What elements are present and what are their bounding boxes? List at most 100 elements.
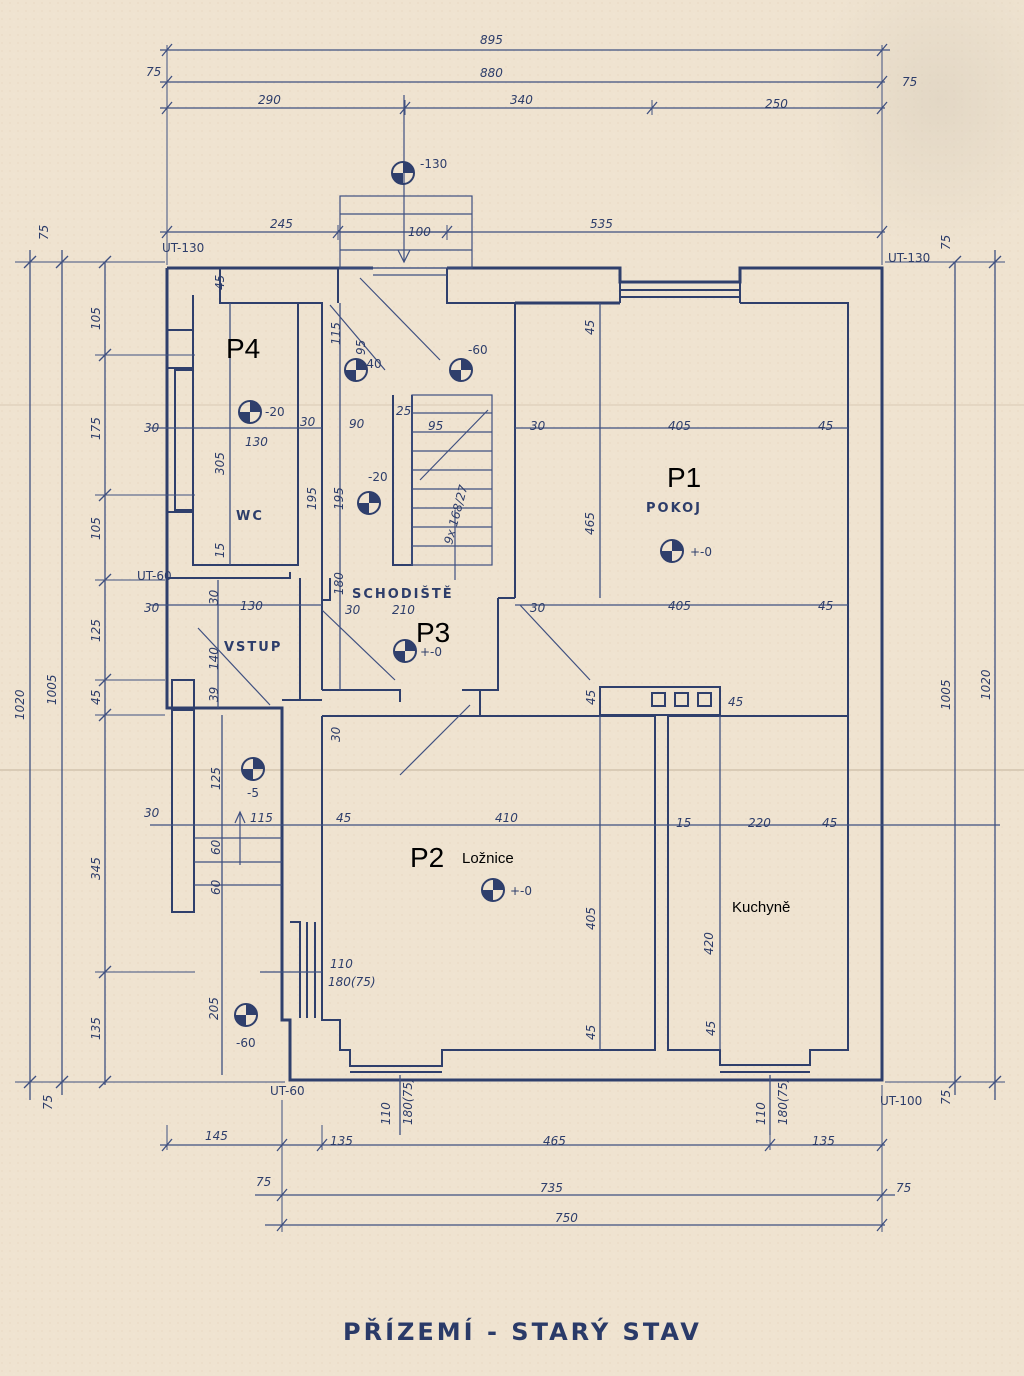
level-marker-p1 [660,539,684,563]
level-marker-stair-upper [344,358,368,382]
dim-top-seg3: 250 [765,97,788,111]
dim-left-bot75: 75 [41,1095,55,1110]
dim-stair-95b: 95 [428,419,443,433]
paper-stain [600,0,1024,500]
dim-kitchen-wall-l: 15 [676,816,691,830]
dim-stair-h4: 180 [332,572,346,595]
dim-kitchen-wall-b: 45 [704,1021,718,1036]
dim-stair-hall-w: 210 [392,603,415,617]
dim-kitchen-wall-r: 45 [822,816,837,830]
dim-vstup-30: 30 [207,589,221,605]
room-name-p3: SCHODIŠTĚ [352,586,454,602]
dim-p2-width: 410 [495,811,518,825]
dim-win-bot-p2b: 180(75) [401,1077,415,1125]
dim-p2-wall-lt: 30 [329,726,343,742]
dim-stair-h3: 195 [332,487,346,510]
dim-left-s4: 125 [89,619,103,642]
dim-win-bot-p2a: 110 [379,1102,393,1125]
dim-window-p2: 110 [330,957,353,971]
dim-left-top75: 75 [37,225,51,240]
dim-bot-left-75: 75 [256,1175,271,1189]
dim-left-inner: 1005 [45,674,59,705]
dim-left-total: 1020 [13,689,27,720]
dim-stair-h2: 195 [305,487,319,510]
dim-stair-hall-30a: 30 [345,603,361,617]
dim-window-p2b: 180(75) [328,975,376,989]
dim-win-bot-k2: 180(75) [776,1077,790,1125]
room-name-p4: WC [236,509,264,524]
dim-top-left-75: 75 [146,65,161,79]
dim-p2-wall-b: 45 [584,1025,598,1040]
dim-p1-wall-r: 45 [818,419,833,433]
dim-porch-60a: 60 [209,839,223,855]
dim-p1-wall-l2: 30 [530,601,546,615]
dim-left-s7: 135 [89,1017,103,1040]
dim-porch-60b: 60 [209,879,223,895]
level-stair-landing: -60 [468,343,488,357]
dim-vstup-h: 140 [207,647,221,670]
dim-top-right-75: 75 [902,75,917,89]
dimension-lines [15,43,1005,1232]
dim-wc-width: 130 [245,435,268,449]
porch [171,679,282,913]
dim-p1-width-top: 405 [668,419,691,433]
outer-walls [165,266,884,1082]
dim-top-seg1: 290 [258,93,281,107]
dim-right-total: 1020 [979,669,993,700]
dim-wc-wall-r: 30 [300,415,316,429]
dim-stair-h1: 115 [329,322,343,345]
level-ut-ne: UT-130 [888,251,930,265]
dim-p1-wall-l: 30 [530,419,546,433]
dim-p1-wall-r2: 45 [818,599,833,613]
dim-kitchen-width: 220 [748,816,771,830]
dim-stair-25: 25 [396,404,411,418]
level-top-entry: -130 [420,157,447,171]
room-code-p4: P4 [226,333,260,364]
dim-kitchen-height: 420 [702,932,716,955]
level-marker-bottom-left [234,1003,258,1027]
dim-wc-wall-b: 15 [213,543,227,558]
level-ut-w: UT-60 [137,569,172,583]
dim-right-top75: 75 [939,235,953,250]
dim-vstup-w: 130 [240,599,263,613]
level-marker-wc [238,400,262,424]
dim-p2-height: 405 [584,907,598,930]
level-marker-vstup [241,757,265,781]
dim-left-s1: 105 [89,307,103,330]
dim-p1-width-bot: 405 [668,599,691,613]
level-marker-stair-mid [357,491,381,515]
dim-wc-height: 305 [213,452,227,475]
room-name-vstup: VSTUP [224,640,282,655]
level-marker-stair-landing [449,358,473,382]
room-code-p2: P2 [410,842,444,873]
level-bottom-left: -60 [236,1036,256,1050]
dim-bot-total2: 750 [555,1211,578,1225]
dim-top-seg2: 340 [510,93,533,107]
dim-right-bot75: 75 [939,1090,953,1105]
dim-p1-height: 465 [583,512,597,535]
room-name-p2: Ložnice [462,850,514,867]
dim-stair-width: 90 [349,417,365,431]
dim-stair-hall-30b: 30 [144,601,160,615]
level-marker-p3 [393,639,417,663]
dimension-texts: 895 880 75 75 290 340 250 245 100 535 14… [13,33,993,1225]
level-stair-mid: -20 [368,470,388,484]
plan-title: PŘÍZEMÍ - STARÝ STAV [343,1316,702,1346]
dim-win-bot-k1: 110 [754,1102,768,1125]
dim-stair-95a: 95 [354,340,368,355]
dim-p2-wall-l: 45 [336,811,351,825]
dim-porch-30: 30 [144,806,160,820]
dim-bot-seg2: 135 [330,1134,353,1148]
dim-p2-wall-t: 45 [584,690,598,705]
room-name-kuchyne: Kuchyně [732,899,790,916]
dim-p1-wall-t: 45 [583,320,597,335]
level-ut-nw: UT-130 [162,241,204,255]
dim-wc-wall-top: 45 [213,275,227,290]
dim-chimney: 45 [728,695,743,709]
dim-porch-115: 115 [250,811,273,825]
dim-porch-205: 205 [207,997,221,1020]
level-wc: -20 [265,405,285,419]
dim-left-s3: 105 [89,517,103,540]
dim-top2-seg2: 100 [408,225,431,239]
